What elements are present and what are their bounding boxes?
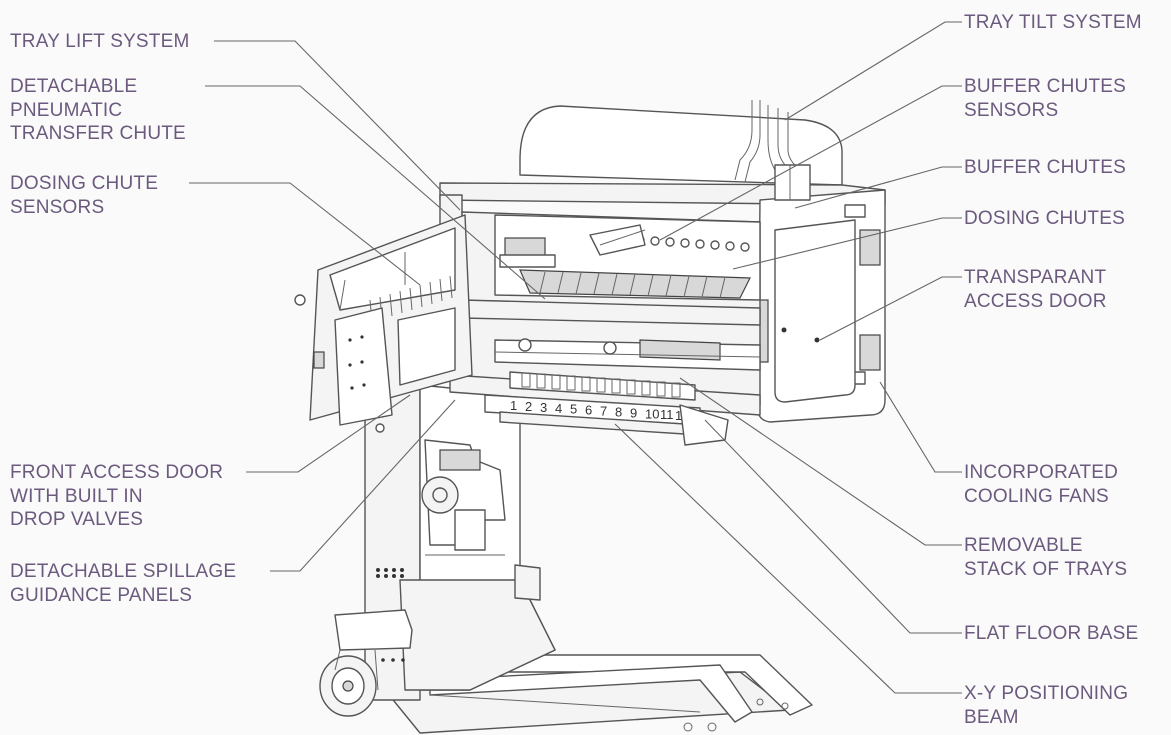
x-y-positioning-beam: 12345678910111213 [484, 371, 729, 446]
front-access-door [294, 214, 473, 433]
label-front-access-door: FRONT ACCESS DOOR WITH BUILT IN DROP VAL… [10, 462, 224, 530]
beam-number: 3 [540, 400, 547, 415]
label-dosing-chutes: DOSING CHUTES [964, 208, 1125, 229]
beam-number: 2 [525, 399, 532, 414]
label-buffer-chutes-sensors: BUFFER CHUTES SENSORS [964, 76, 1126, 121]
label-detachable-spillage-guidance-panels: DETACHABLE SPILLAGE GUIDANCE PANELS [10, 561, 237, 606]
beam-number: 8 [615, 404, 622, 419]
beam-number: 9 [630, 405, 637, 420]
dosing-chute-row [519, 269, 751, 299]
label-detachable-pneumatic-transfer-chute: DETACHABLE PNEUMATIC TRANSFER CHUTE [10, 76, 186, 144]
label-x-y-positioning-beam: X-Y POSITIONING BEAM [964, 683, 1129, 728]
flat-floor-base [384, 654, 813, 734]
beam-number: 1 [510, 398, 517, 413]
label-tray-tilt-system: TRAY TILT SYSTEM [964, 12, 1142, 33]
beam-number: 11 [660, 407, 674, 422]
label-transparant-access-door: TRANSPARANT ACCESS DOOR [964, 267, 1107, 312]
machine-housing [439, 100, 886, 423]
label-removable-stack-of-trays: REMOVABLE STACK OF TRAYS [964, 535, 1128, 580]
label-dosing-chute-sensors: DOSING CHUTE SENSORS [10, 173, 159, 218]
label-incorporated-cooling-fans: INCORPORATED COOLING FANS [964, 462, 1119, 507]
beam-number: 7 [600, 404, 607, 419]
leader-lines [189, 21, 962, 694]
label-flat-floor-base: FLAT FLOOR BASE [964, 623, 1139, 644]
castor-wheel [319, 609, 413, 717]
beam-number: 10 [645, 406, 659, 421]
beam-number: 6 [585, 403, 592, 418]
beam-number: 4 [555, 401, 562, 416]
label-tray-lift-system: TRAY LIFT SYSTEM [10, 31, 190, 52]
buffer-sensor-row [635, 235, 750, 252]
beam-number: 5 [570, 402, 577, 417]
label-buffer-chutes: BUFFER CHUTES [964, 157, 1126, 178]
support-column [364, 384, 556, 701]
